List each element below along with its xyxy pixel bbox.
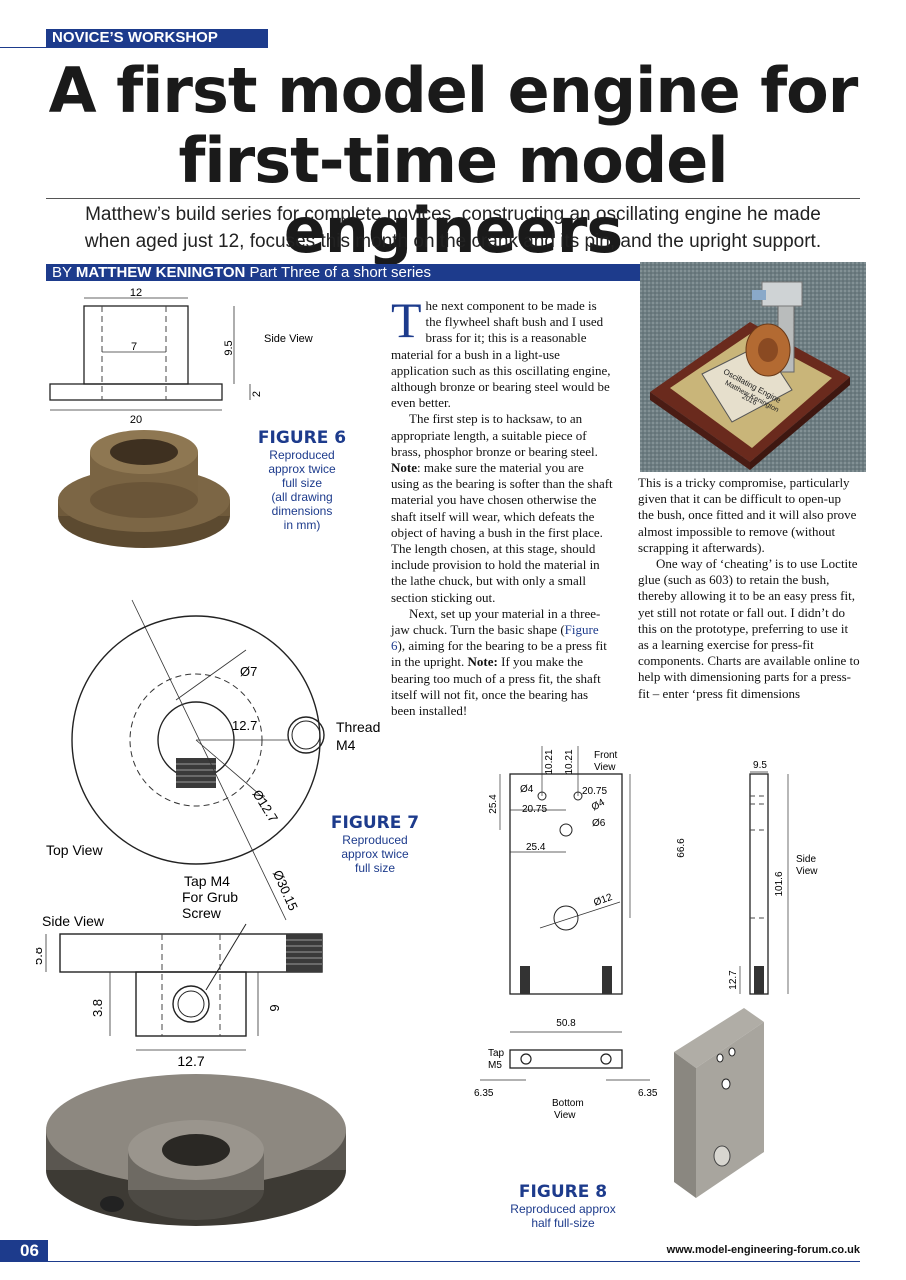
fig6-dim-base: 20 <box>130 414 142 426</box>
figure-6-caption-4: (all drawing <box>271 490 333 504</box>
fig8-dim-bot-r: 6.35 <box>638 1088 658 1099</box>
fig7-dim-boss-w: 12.7 <box>177 1053 204 1069</box>
fig7-tap-line-3: Screw <box>182 905 222 921</box>
figure-8-drawing: 10.21 10.21 Front View 25.4 Ø4 20.75 20.… <box>474 746 818 1198</box>
figure-8-title: FIGURE 8 <box>518 1182 608 1202</box>
figure-6-caption-6: in mm) <box>283 518 321 532</box>
headline-rule <box>46 198 860 199</box>
fig8-side-view-1: Side <box>796 854 816 865</box>
fig6-dim-flange: 2 <box>251 391 263 397</box>
paragraph-2a: The first step is to hacksaw, to an appr… <box>391 411 598 459</box>
fig8-dim-w1: 20.75 <box>522 804 547 815</box>
fig8-bottom-view-1: Bottom <box>552 1098 584 1109</box>
fig8-dim-side-b: 12.7 <box>728 970 739 990</box>
paragraph-1: he next component to be made is the flyw… <box>391 298 611 411</box>
fig8-dim-bot-w: 50.8 <box>556 1018 576 1029</box>
figure-8-label: FIGURE 8 Reproduced approx half full-siz… <box>500 1182 626 1230</box>
figure-6-caption-3: full size <box>281 476 322 490</box>
article-column-2: This is a tricky compromise, particularl… <box>638 475 860 702</box>
figure-8-caption-1: Reproduced approx <box>510 1202 616 1216</box>
fig8-dim-c2: Ø4 <box>590 797 607 813</box>
byline-prefix: BY <box>52 264 72 281</box>
figure-6-caption-1: Reproduced <box>269 448 335 462</box>
fig7-thread-line-2: M4 <box>336 737 356 753</box>
fig7-thread-line-1: Thread <box>336 719 380 735</box>
figure-6-ref: Figure 6 <box>391 622 599 654</box>
paragraph-3c: If you make the bearing too much of a pr… <box>391 654 601 719</box>
figure-7-drawing: Ø7 12.7 Ø12.7 Ø30.15 Thread M4 Top View … <box>36 599 380 1226</box>
fig6-dim-height: 9.5 <box>223 340 235 355</box>
figure-7-label: FIGURE 7 Reproduced approx twice full si… <box>322 813 428 875</box>
fig8-dim-c4: Ø12 <box>592 892 614 909</box>
paragraph-2b: : make sure the material you are using a… <box>391 460 613 605</box>
fig7-tap-line-1: Tap M4 <box>184 873 230 889</box>
fig8-dim-bot-l: 6.35 <box>474 1088 494 1099</box>
fig7-tap-line-2: For Grub <box>182 889 238 905</box>
fig8-dim-c3: Ø6 <box>592 818 606 829</box>
standfirst-line-2: when aged just 12, focuses this month on… <box>84 231 822 252</box>
dropcap: T <box>391 292 422 348</box>
fig8-dim-w3: 25.4 <box>526 842 546 853</box>
note-2: Note: <box>467 654 498 670</box>
headline-line-1: A first model engine for <box>48 54 859 127</box>
fig7-dim-thick: 5.8 <box>36 947 45 965</box>
fig7-side-view: Side View <box>42 913 105 929</box>
figure-6-title: FIGURE 6 <box>257 428 347 448</box>
fig8-tap-2: M5 <box>488 1060 502 1071</box>
fig7-dim-offset: 12.7 <box>232 718 257 733</box>
fig6-dim-top: 12 <box>130 287 142 299</box>
section-tag: NOVICE’S WORKSHOP <box>46 29 268 47</box>
figure-6-label: FIGURE 6 Reproduced approx twice full si… <box>250 428 354 532</box>
figure-6-caption-5: dimensions <box>271 504 333 518</box>
fig8-dim-h2: 66.6 <box>676 838 687 858</box>
fig7-dim-boss-h: 3.8 <box>90 999 105 1017</box>
fig7-dim-boss-r: 6 <box>267 1004 282 1011</box>
standfirst-line-1: Matthew’s build series for complete novi… <box>85 204 821 225</box>
paragraph-3b: ), aiming for the bearing to be a press … <box>391 638 607 670</box>
fig7-dim-hub: Ø12.7 <box>250 787 281 825</box>
footer-rule <box>48 1261 860 1262</box>
fig8-front-view-1: Front <box>594 750 618 761</box>
fig8-front-view-2: View <box>594 762 616 773</box>
fig7-dim-disc: Ø30.15 <box>270 868 301 913</box>
fig6-dim-bore: 7 <box>131 341 137 353</box>
fig8-dim-d2: 10.21 <box>564 749 575 774</box>
figure-7-caption-3: full size <box>354 861 395 875</box>
engine-photo: Oscillating Engine Matthew Kenington 201… <box>640 262 866 472</box>
figure-6-drawing: 12 7 9.5 2 20 Side View <box>49 287 313 548</box>
fig8-tap-1: Tap <box>488 1048 505 1059</box>
paragraph-5: One way of ‘cheating’ is to use Loctite … <box>638 556 860 701</box>
figure-7-caption-2: approx twice <box>341 847 409 861</box>
paragraph-4: This is a tricky compromise, particularl… <box>638 475 857 555</box>
note-1: Note <box>391 460 417 476</box>
fig8-dim-side-h: 101.6 <box>774 871 785 896</box>
fig6-side-view: Side View <box>264 333 313 345</box>
fig8-bottom-view-2: View <box>554 1110 576 1121</box>
figure-8-caption-2: half full-size <box>531 1216 595 1230</box>
fig8-dim-h1: 25.4 <box>488 794 499 814</box>
byline-series: Part Three of a short series <box>249 264 432 281</box>
fig7-top-view: Top View <box>46 842 103 858</box>
byline-author: MATTHEW KENINGTON <box>75 264 246 281</box>
headline-line-2: first-time model engineers <box>178 124 728 267</box>
fig8-dim-c1: Ø4 <box>520 784 534 795</box>
paragraph-3a: Next, set up your material in a three-ja… <box>391 605 601 638</box>
fig7-dim-bore: Ø7 <box>240 664 257 679</box>
footer-url: www.model-engineering-forum.co.uk <box>666 1244 860 1256</box>
page-number: 06 <box>0 1240 48 1262</box>
fig8-dim-side-w: 9.5 <box>753 760 767 771</box>
fig8-dim-d1: 10.21 <box>544 749 555 774</box>
standfirst: Matthew’s build series for complete novi… <box>46 201 860 255</box>
figure-7-title: FIGURE 7 <box>330 813 420 833</box>
figure-7-caption-1: Reproduced <box>342 833 408 847</box>
section-rule <box>0 47 268 48</box>
figure-6-caption-2: approx twice <box>268 462 336 476</box>
fig8-side-view-2: View <box>796 866 818 877</box>
fig8-dim-w2: 20.75 <box>582 786 607 797</box>
